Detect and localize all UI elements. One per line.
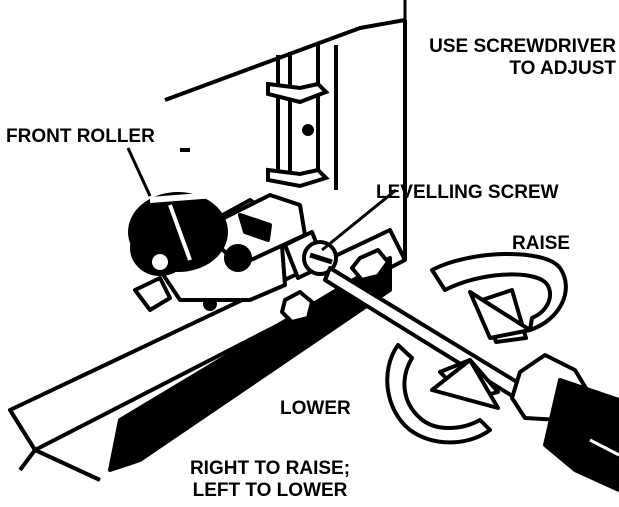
cabinet-panel <box>164 18 407 260</box>
raise-label: RAISE <box>512 233 571 254</box>
front-roller-label: FRONT ROLLER <box>6 126 155 147</box>
levelling-screw-label: LEVELLING SCREW <box>376 182 559 203</box>
frame-rail <box>266 45 338 190</box>
instruction-line2: LEFT TO LOWER <box>192 480 348 501</box>
instruction-label: RIGHT TO RAISE; LEFT TO LOWER <box>150 458 390 502</box>
lower-label: LOWER <box>280 398 351 419</box>
levelling-screw <box>280 230 390 324</box>
use-screwdriver-line2: TO ADJUST <box>509 58 616 79</box>
instruction-line1: RIGHT TO RAISE; <box>189 458 351 479</box>
use-screwdriver-line1: USE SCREWDRIVER <box>429 36 616 57</box>
raise-arrow <box>430 252 568 344</box>
use-screwdriver-label: USE SCREWDRIVER TO ADJUST <box>372 36 616 80</box>
lower-arrow <box>385 343 500 445</box>
front-roller <box>128 192 228 276</box>
leader-lines <box>126 0 407 252</box>
